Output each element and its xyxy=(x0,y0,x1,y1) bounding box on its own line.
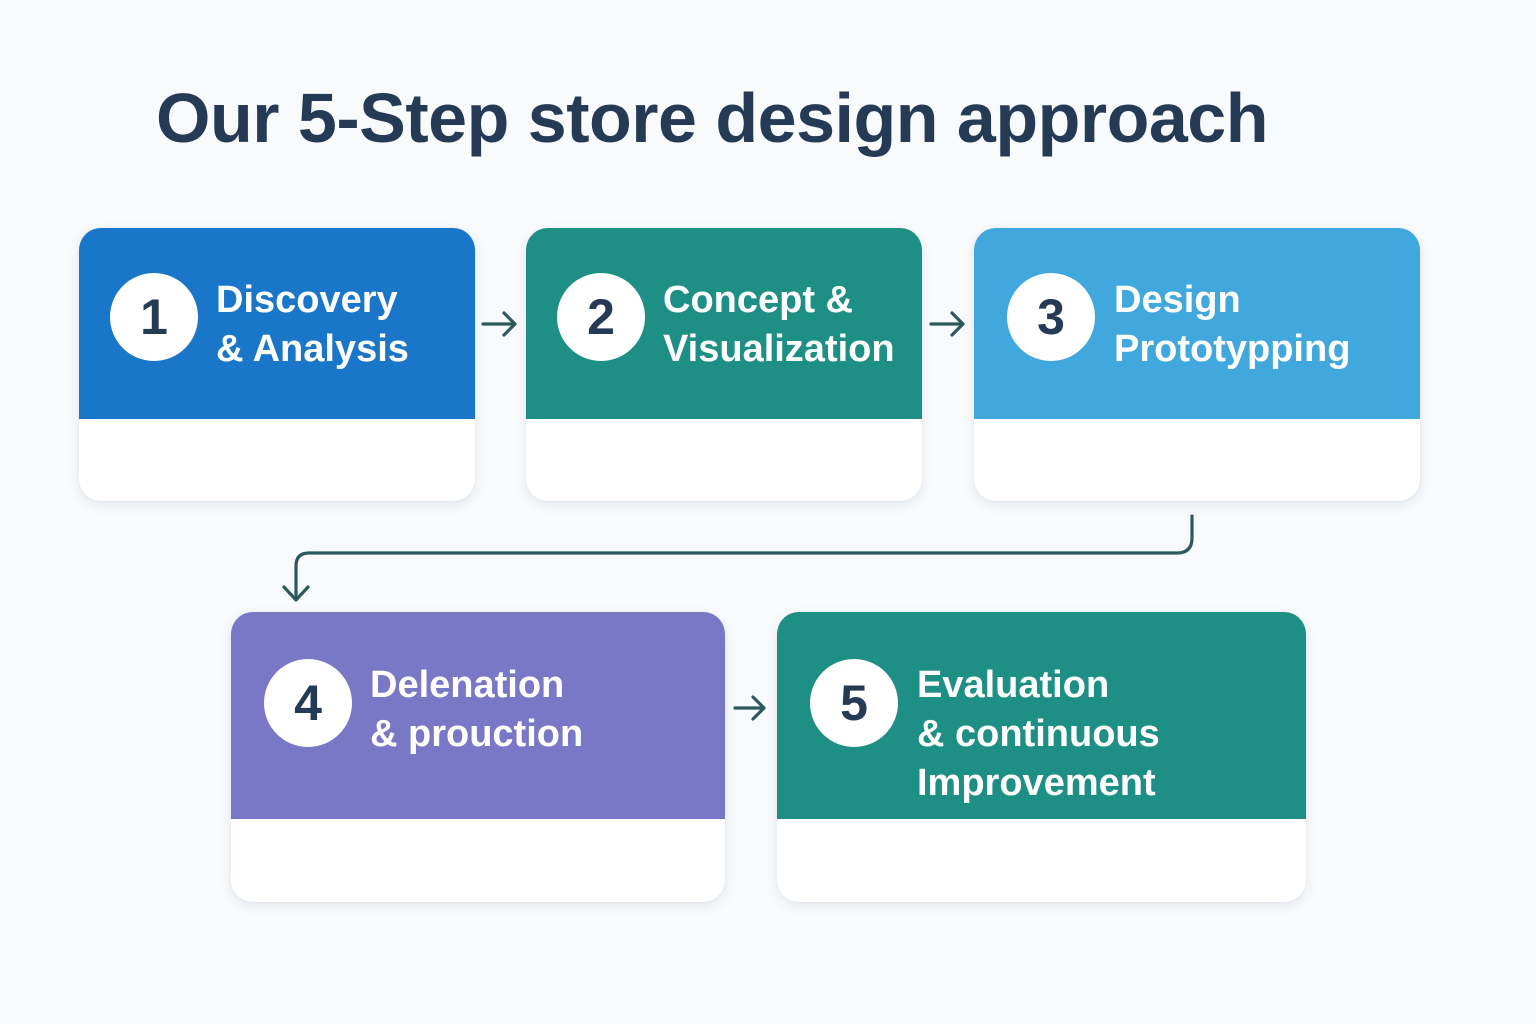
arrow-right-icon xyxy=(929,311,965,337)
step-label-line: Improvement xyxy=(917,762,1156,804)
step-label-line: Delenation xyxy=(370,664,565,706)
step-label: Concept & Visualization xyxy=(663,276,895,374)
step-number-badge: 3 xyxy=(1007,273,1095,361)
step-label-line: Prototypping xyxy=(1114,328,1351,370)
step-label-line: Evaluation xyxy=(917,664,1110,706)
step-number-badge: 2 xyxy=(557,273,645,361)
step-card-2: 2 Concept & Visualization xyxy=(526,228,922,501)
step-label-line: Visualization xyxy=(663,328,895,370)
step-number-badge: 1 xyxy=(110,273,198,361)
step-label: Evaluation & continuous Improvement xyxy=(917,661,1160,808)
elbow-arrow-down-icon xyxy=(282,514,1194,602)
step-label: Design Prototypping xyxy=(1114,276,1350,374)
step-card-1: 1 Discovery & Analysis xyxy=(79,228,475,501)
step-card-4: 4 Delenation & prouction xyxy=(231,612,725,902)
step-label: Delenation & prouction xyxy=(370,661,583,759)
step-card-3: 3 Design Prototypping xyxy=(974,228,1420,501)
step-number-badge: 4 xyxy=(264,659,352,747)
page-title: Our 5-Step store design approach xyxy=(156,79,1269,157)
step-label-line: Discovery xyxy=(216,279,398,321)
step-label-line: & prouction xyxy=(370,713,584,755)
arrow-right-icon xyxy=(733,695,766,721)
step-number-badge: 5 xyxy=(810,659,898,747)
step-label-line: Design xyxy=(1114,279,1241,321)
arrow-right-icon xyxy=(481,311,517,337)
step-card-5: 5 Evaluation & continuous Improvement xyxy=(777,612,1306,902)
step-label-line: & Analysis xyxy=(216,328,409,370)
step-label: Discovery & Analysis xyxy=(216,276,409,374)
step-label-line: & continuous xyxy=(917,713,1160,755)
step-label-line: Concept & xyxy=(663,279,853,321)
